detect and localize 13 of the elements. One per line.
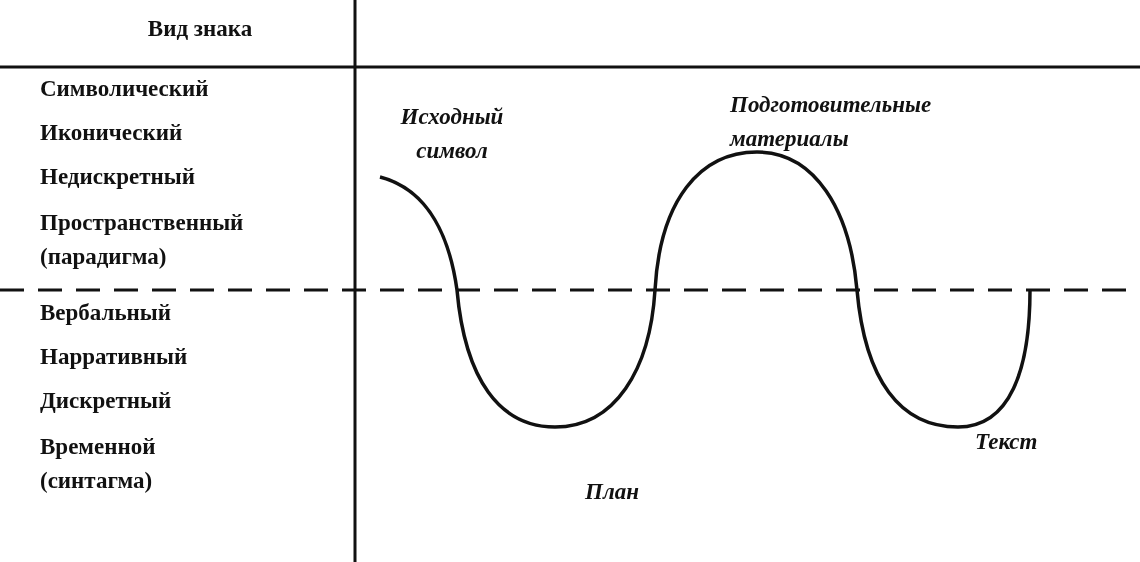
curve-label: Подготовительные материалы <box>730 91 933 153</box>
sign-type: Дискретный <box>40 387 173 415</box>
curve-label: План <box>585 478 640 506</box>
sign-type: Иконический <box>40 119 184 147</box>
column-header: Вид знака <box>146 15 254 43</box>
curve-label: Текст <box>975 428 1039 456</box>
sign-type: Нарративный <box>40 343 189 371</box>
sign-type: Временной (синтагма) <box>40 433 157 495</box>
sign-type: Недискретный <box>40 163 196 191</box>
sign-type: Символический <box>40 75 210 103</box>
curve-label: Исходный символ <box>399 103 505 165</box>
sign-type: Пространственный (парадигма) <box>40 209 245 271</box>
sign-type: Вербальный <box>40 299 173 327</box>
